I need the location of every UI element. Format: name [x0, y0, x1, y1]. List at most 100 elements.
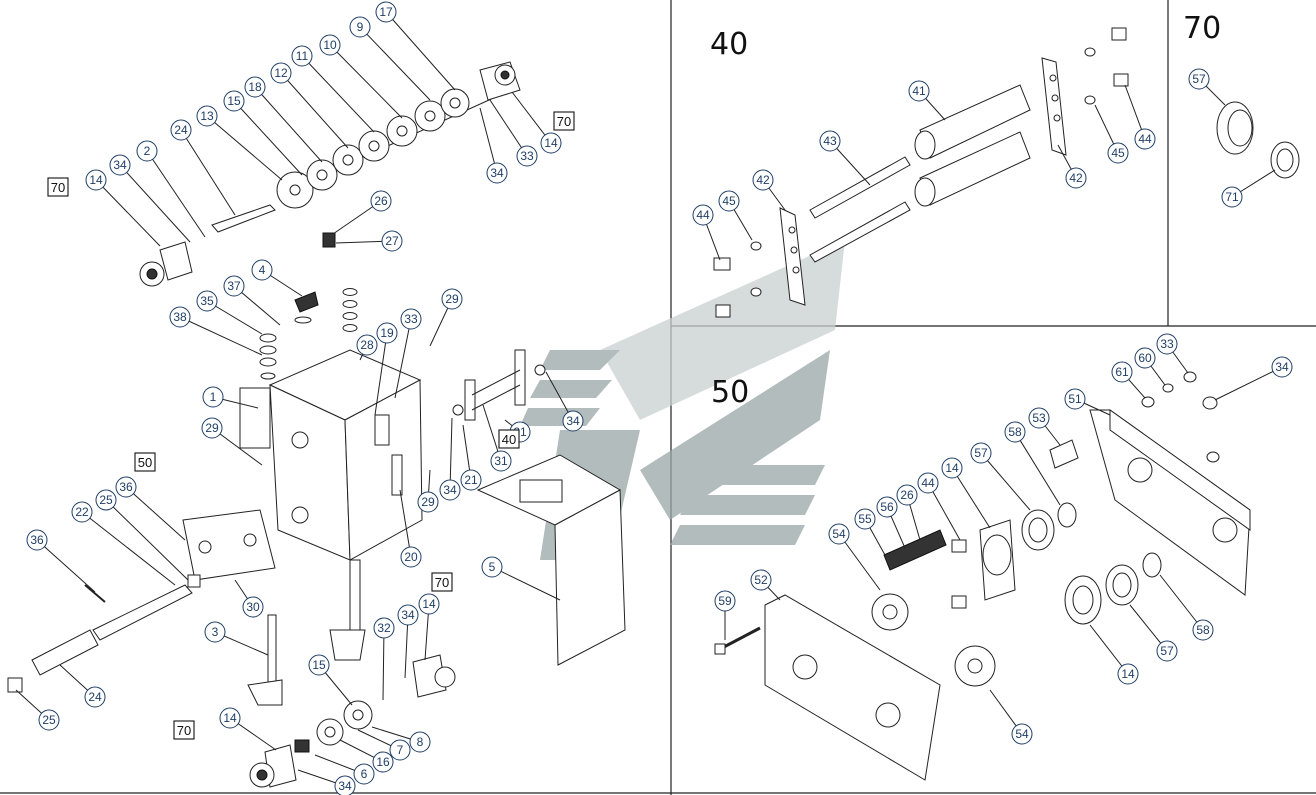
- callout-circle: [1134, 347, 1156, 369]
- leader-line: [206, 115, 283, 181]
- callout-number: 3: [212, 625, 219, 639]
- part-callout-34: 34: [486, 162, 508, 184]
- callout-number: 45: [1111, 146, 1125, 160]
- sprocket-10: [386, 115, 418, 147]
- callout-circle: [223, 275, 245, 297]
- part-callout-30: 30: [242, 596, 264, 618]
- part-callout-59: 59: [714, 590, 736, 612]
- part-callout-44: 44: [917, 472, 939, 494]
- callout-number: 36: [30, 533, 44, 547]
- part-callout-9: 9: [349, 16, 371, 38]
- leader-line: [180, 129, 236, 216]
- callout-number: 54: [1015, 727, 1029, 741]
- callout-number: 38: [173, 310, 187, 324]
- callout-circle: [1004, 421, 1026, 443]
- callout-circle: [418, 593, 440, 615]
- plate-assembly-50: [182, 509, 276, 581]
- leader-line: [489, 99, 528, 157]
- callout-number: 34: [338, 779, 352, 793]
- callout-number: 11: [296, 49, 309, 63]
- part-callout-54: 54: [1011, 723, 1033, 745]
- callout-circle: [196, 290, 218, 312]
- callout-circle: [970, 442, 992, 464]
- panel-title-70: 70: [1183, 11, 1221, 46]
- bearing-14-50-upper: [979, 519, 1016, 601]
- ref-box-label: 40: [502, 432, 516, 447]
- leader-line: [374, 332, 388, 416]
- part-callout-14: 14: [540, 132, 562, 154]
- leader-line: [329, 44, 403, 119]
- callout-circle: [308, 654, 330, 676]
- leader-line: [399, 489, 412, 558]
- part-callout-16: 16: [372, 751, 394, 773]
- part-callout-37: 37: [223, 275, 245, 297]
- part-callout-18: 18: [244, 76, 266, 98]
- callout-number: 37: [227, 279, 241, 293]
- leader-line: [254, 86, 323, 163]
- part-callout-25: 25: [95, 489, 117, 511]
- callout-circle: [372, 751, 394, 773]
- bearing-14-top-left: [139, 241, 193, 287]
- callout-circle: [1221, 186, 1243, 208]
- ref-box-frame: [134, 452, 156, 472]
- nut-stack-38-35: [259, 333, 277, 380]
- callout-number: 35: [200, 294, 214, 308]
- part-callout-34: 34: [562, 410, 584, 432]
- leader-line: [359, 26, 431, 101]
- callout-number: 34: [566, 414, 580, 428]
- leader-line: [119, 164, 191, 243]
- part-callout-1: 1: [202, 386, 224, 408]
- ref-box-frame: [173, 720, 195, 740]
- leader-line: [449, 417, 453, 491]
- callout-number: 53: [1032, 411, 1046, 425]
- callout-circle: [854, 508, 876, 530]
- callout-number: 14: [544, 136, 558, 150]
- panel-40-parts: [713, 27, 1129, 318]
- leader-line: [951, 467, 991, 529]
- roller-assembly-31: [452, 349, 546, 421]
- part-callout-14: 14: [85, 169, 107, 191]
- ref-box-frame: [498, 429, 520, 449]
- callout-circle: [356, 334, 378, 356]
- leader-line: [280, 72, 349, 149]
- callout-circle: [400, 546, 422, 568]
- callout-circle: [908, 80, 930, 102]
- callout-circle: [353, 763, 375, 785]
- callout-number: 2: [144, 144, 151, 158]
- callout-circle: [26, 529, 48, 551]
- part-callout-22: 22: [71, 501, 93, 523]
- callout-circle: [752, 169, 774, 191]
- callout-circle: [95, 489, 117, 511]
- part-callout-20: 20: [400, 546, 422, 568]
- part-callout-31: 31: [490, 450, 512, 472]
- left-panel-parts: [7, 61, 626, 788]
- callout-circle: [1028, 407, 1050, 429]
- bracket-52: [764, 594, 941, 781]
- part-callout-43: 43: [819, 130, 841, 152]
- part-callout-24: 24: [84, 686, 106, 708]
- part-callout-4: 4: [251, 259, 273, 281]
- callout-circle: [1156, 640, 1178, 662]
- bolts-44-40: [713, 27, 1129, 318]
- callout-number: 58: [1008, 425, 1022, 439]
- part-callout-58: 58: [1004, 421, 1026, 443]
- callout-circle: [1011, 723, 1033, 745]
- part-callout-52: 52: [750, 569, 772, 591]
- part-callout-17: 17: [375, 1, 397, 23]
- washers-45-40: [750, 47, 1096, 297]
- callout-circle: [349, 16, 371, 38]
- callout-circle: [202, 386, 224, 408]
- callout-number: 22: [75, 505, 89, 519]
- callout-circle: [223, 90, 245, 112]
- leader-line: [1159, 574, 1204, 631]
- part-callout-26: 26: [370, 190, 392, 212]
- part-callout-34: 34: [109, 154, 131, 176]
- key-24-top: [211, 204, 276, 233]
- callout-circle: [169, 306, 191, 328]
- panel-70-parts: [1216, 101, 1300, 179]
- callout-number: 29: [205, 421, 219, 435]
- panel-title-50: 50: [711, 375, 749, 410]
- callout-circle: [270, 62, 292, 84]
- ref-box-label: 70: [177, 723, 191, 738]
- part-callout-15: 15: [308, 654, 330, 676]
